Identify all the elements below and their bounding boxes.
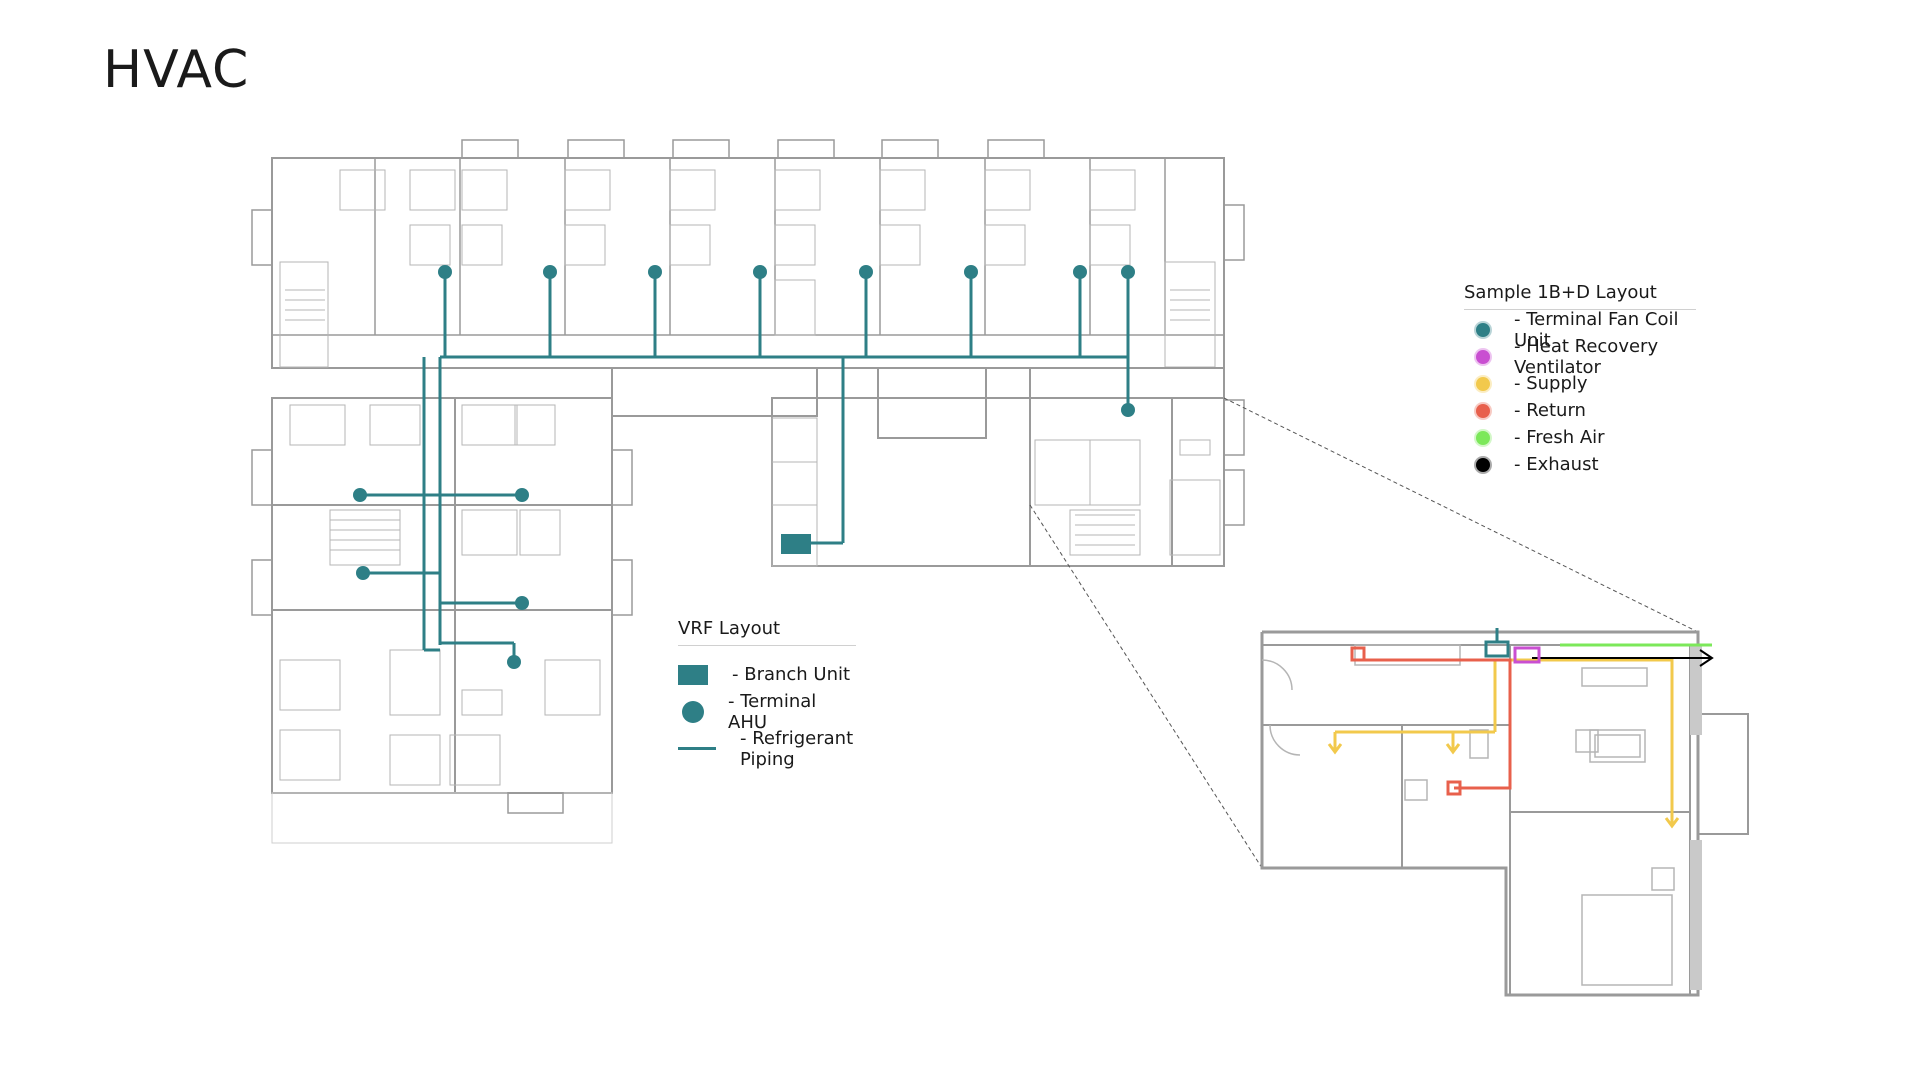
legend-item-branch-unit: - Branch Unit: [678, 656, 856, 693]
legend-item-supply: - Supply: [1464, 370, 1696, 397]
legend-item-hrv: - Heat Recovery Ventilator: [1464, 336, 1696, 378]
sample-legend-title: Sample 1B+D Layout: [1464, 282, 1696, 310]
legend-label: - Terminal AHU: [728, 690, 817, 733]
legend-label: - Return: [1514, 400, 1586, 421]
sample-legend: Sample 1B+D Layout - Terminal Fan Coil U…: [1464, 282, 1696, 478]
fresh-air-dot-icon: [1476, 430, 1490, 445]
left-wing-stairs: [330, 519, 400, 551]
legend-label: - Exhaust: [1514, 454, 1599, 475]
refrigerant-piping: [360, 272, 1130, 662]
callout-lines: [1029, 397, 1699, 869]
exhaust-dot-icon: [1476, 457, 1490, 472]
legend-item-exhaust: - Exhaust: [1464, 451, 1696, 478]
sample-unit-plan: [1260, 630, 1749, 997]
supply-dot-icon: [1476, 376, 1490, 391]
page-title: HVAC: [103, 40, 250, 100]
legend-label: - Heat Recovery Ventilator: [1514, 335, 1659, 378]
fan-coil-dot-icon: [1476, 322, 1490, 337]
legend-item-return: - Return: [1464, 397, 1696, 424]
legend-item-fresh-air: - Fresh Air: [1464, 424, 1696, 451]
refrigerant-piping-icon: [678, 747, 716, 750]
legend-item-terminal-ahu: - Terminal AHU: [678, 690, 856, 733]
sample-terminals: [1327, 628, 1680, 829]
terminal-ahu-icon: [682, 700, 704, 723]
legend-label: - Refrigerant Piping: [740, 727, 854, 770]
legend-label: - Terminal Fan Coil Unit: [1514, 308, 1679, 351]
return-dot-icon: [1476, 403, 1490, 418]
floor-plan: [251, 139, 1245, 844]
legend-item-refrigerant-piping: - Refrigerant Piping: [678, 727, 856, 770]
legend-label: - Supply: [1514, 373, 1588, 394]
legend-label: - Fresh Air: [1514, 427, 1605, 448]
legend-label: - Branch Unit: [732, 664, 851, 685]
vrf-legend-title: VRF Layout: [678, 618, 856, 646]
legend-item-fan-coil: - Terminal Fan Coil Unit: [1464, 309, 1696, 351]
vrf-legend: VRF Layout - Branch Unit - Terminal AHU …: [678, 618, 856, 770]
terminal-ahu-markers: [353, 265, 1135, 669]
sample-ducts: [1333, 643, 1714, 825]
branch-unit-marker: [781, 534, 811, 554]
hrv-dot-icon: [1476, 349, 1490, 364]
branch-unit-icon: [678, 664, 708, 685]
